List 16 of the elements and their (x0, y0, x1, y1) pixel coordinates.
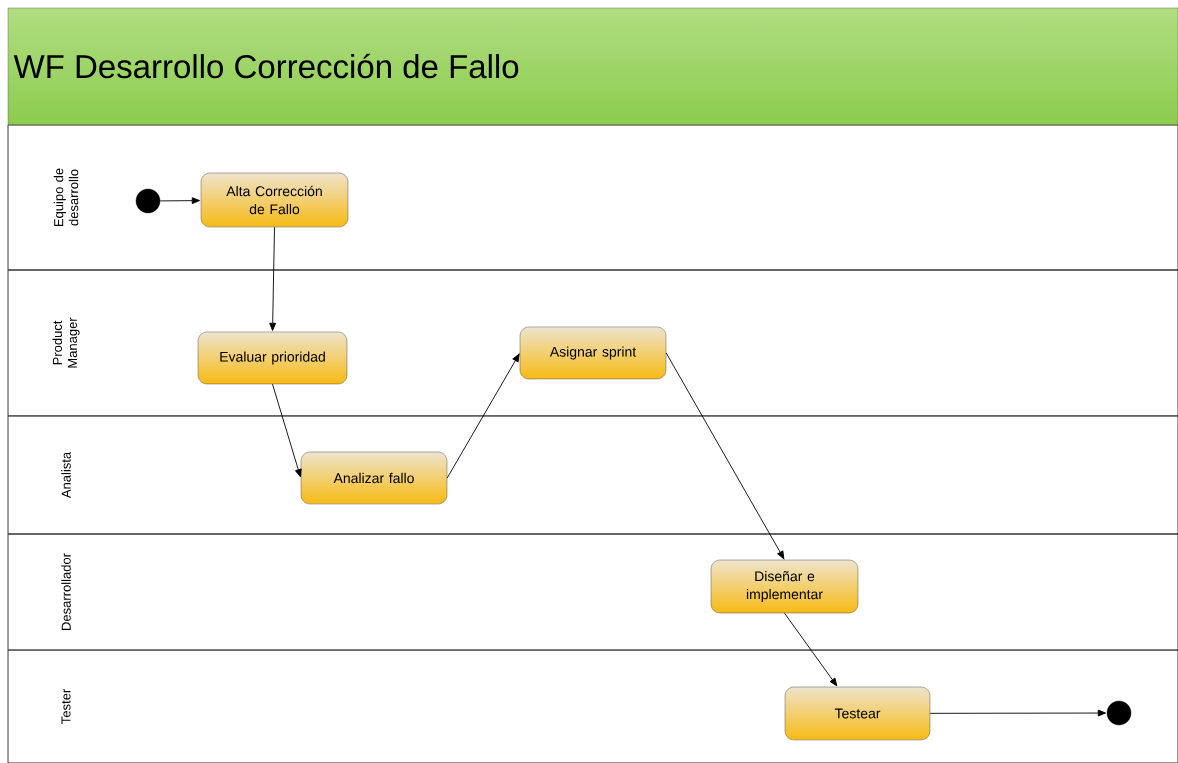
arrow (665, 352, 785, 560)
title-band: WF Desarrollo Corrección de Fallo (7, 7, 1178, 126)
activity-box: Diseñar e implementar (710, 559, 859, 614)
activity-box: Analizar fallo (300, 451, 448, 505)
activity-box: Alta Corrección de Fallo (200, 172, 349, 228)
arrow (272, 383, 302, 478)
arrow (269, 226, 277, 331)
arrow (929, 709, 1106, 717)
activity-box: Asignar sprint (519, 326, 667, 380)
activity-box: Evaluar prioridad (197, 331, 348, 385)
activity-box: Testear (784, 686, 931, 741)
arrow (159, 197, 200, 205)
state-dot (135, 188, 161, 214)
state-dot (1106, 700, 1132, 726)
arrow (784, 612, 838, 687)
arrow (446, 353, 520, 479)
